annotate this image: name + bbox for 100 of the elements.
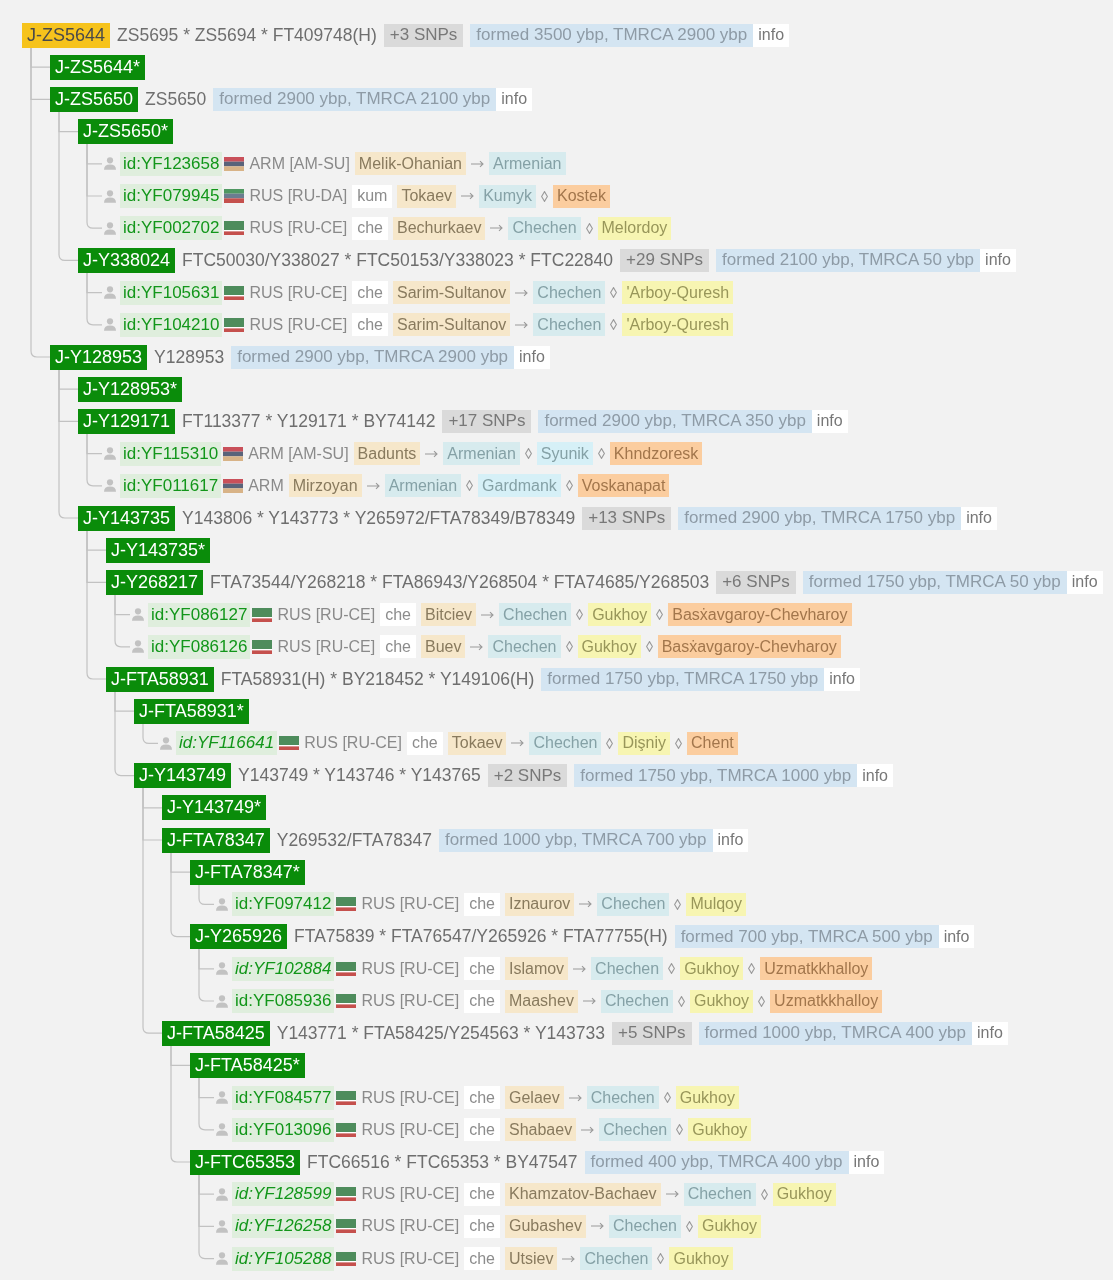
tribe: Gukhoy	[688, 1118, 752, 1142]
sample-id: id:YF011617	[120, 473, 222, 498]
sample-id: id:YF126258	[232, 1214, 335, 1239]
ethnicity: Chechen	[599, 1118, 672, 1142]
tree-connector	[198, 948, 215, 1002]
country-code: RUS [RU-CE]	[361, 1120, 460, 1139]
locality: Khndzoresk	[609, 442, 703, 466]
ethnicity: Armenian	[443, 442, 520, 466]
region: Syunik	[536, 442, 593, 466]
age-estimate: formed 1000 ybp, TMRCA 700 ybp	[439, 828, 713, 852]
language-code: che	[380, 635, 416, 659]
age-estimate: formed 2900 ybp, TMRCA 2900 ybp	[231, 345, 515, 369]
snp-list: Y128953	[154, 346, 225, 368]
ethnicity: Chechen	[600, 989, 673, 1013]
tree-connector	[58, 111, 79, 261]
sample-id: id:YF084577	[232, 1085, 335, 1110]
language-code: che	[352, 281, 388, 305]
tribe: Melordoy	[597, 216, 672, 240]
tree-connector	[170, 851, 191, 938]
sample-id: id:YF104210	[120, 312, 223, 337]
country-code: RUS [RU-CE]	[361, 992, 460, 1010]
haplogroup-label: J-Y268217	[106, 569, 204, 595]
country-code: RUS [RU-CE]	[277, 637, 376, 656]
country-code: RUS [RU-CE]	[277, 605, 376, 624]
haplogroup-label: J-Y143749	[134, 763, 232, 789]
tree-connector	[198, 1077, 215, 1131]
surname: Sarim-Sultanov	[393, 313, 511, 337]
age-estimate: formed 400 ybp, TMRCA 400 ybp	[584, 1150, 849, 1174]
sample-id: id:YF115310	[120, 441, 222, 466]
haplogroup-label: J-FTC65353	[190, 1149, 301, 1175]
ethnicity: Chechen	[597, 892, 670, 916]
haplogroup-label: J-Y128953	[50, 344, 148, 370]
surname: Iznaurov	[505, 892, 575, 916]
surname: Bechurkaev	[393, 216, 486, 240]
tree-connector	[86, 143, 103, 229]
snp-count: +6 SNPs	[716, 570, 796, 594]
language-code: che	[464, 989, 500, 1013]
info-link: info	[961, 506, 997, 530]
ethnicity: Armenian	[384, 474, 462, 498]
language-code: che	[352, 313, 388, 337]
ethnicity: Kumyk	[479, 184, 537, 208]
snp-list: ZS5695 * ZS5694 * FT409748(H)	[117, 24, 377, 46]
tribe: Gukhoy	[588, 603, 652, 627]
locality: Uzmatkkhalloy	[770, 989, 883, 1013]
country-code: RUS [RU-CE]	[361, 1088, 460, 1107]
ethnicity: Chechen	[488, 635, 561, 659]
sample-id: id:YF128599	[232, 1182, 335, 1207]
language-code: che	[464, 1182, 500, 1206]
sample-id: id:YF086127	[148, 602, 251, 627]
snp-list: FTC50030/Y338027 * FTC50153/Y338023 * FTC22840	[182, 249, 614, 271]
tree-connector	[86, 433, 103, 487]
language-code: kum	[352, 184, 393, 208]
snp-list: FTA75839 * FTA76547/Y265926 * FTA77755(H)	[294, 926, 668, 948]
info-link: info	[496, 87, 533, 111]
ethnicity: Chechen	[586, 1086, 659, 1110]
locality: Uzmatkkhalloy	[760, 957, 873, 981]
surname: Melik-Ohanian	[354, 152, 466, 176]
haplogroup-label: J-ZS5650	[50, 86, 139, 112]
language-code: che	[352, 216, 388, 240]
language-code: che	[380, 603, 416, 627]
info-link: info	[712, 828, 749, 852]
haplogroup-label: J-ZS5644	[22, 22, 111, 48]
snp-list: Y143806 * Y143773 * Y265972/FTA78349/B78349	[182, 507, 576, 529]
country-code: ARM [AM-SU]	[249, 154, 350, 173]
info-link: info	[514, 345, 550, 369]
locality: Voskanapat	[577, 474, 670, 498]
haplogroup-label: J-FTA78347*	[190, 859, 305, 885]
ethnicity: Chechen	[580, 1247, 653, 1271]
age-estimate: formed 2900 ybp, TMRCA 2100 ybp	[213, 87, 497, 111]
country-code: RUS [RU-CE]	[249, 283, 348, 302]
sample-id: id:YF079945	[120, 184, 223, 208]
ethnicity: Chechen	[533, 313, 606, 337]
tribe: 'Arboy-Quresh	[622, 313, 734, 337]
tree-connector	[86, 272, 103, 326]
snp-count: +29 SNPs	[620, 248, 710, 272]
sample-id: id:YF105631	[120, 280, 223, 305]
ethnicity: Chechen	[591, 957, 664, 981]
sample-id: id:YF086126	[148, 634, 251, 659]
info-link: info	[824, 667, 860, 691]
surname: Tokaev	[447, 731, 507, 755]
snp-list: Y143771 * FTA58425/Y254563 * Y143733	[276, 1022, 605, 1044]
language-code: che	[464, 1086, 500, 1110]
haplogroup-label: J-FTA58931*	[134, 698, 249, 724]
surname: Shabaev	[505, 1118, 577, 1142]
region: Gardmank	[478, 474, 561, 498]
country-code: RUS [RU-CE]	[361, 895, 460, 914]
language-code: che	[464, 892, 500, 916]
sample-id: id:YF116641	[176, 731, 278, 756]
info-link: info	[811, 409, 848, 433]
age-estimate: formed 2900 ybp, TMRCA 350 ybp	[538, 409, 812, 433]
tree-connector	[86, 529, 107, 680]
snp-count: +13 SNPs	[582, 506, 672, 530]
surname: Tokaev	[397, 184, 457, 208]
language-code: che	[464, 957, 500, 981]
snp-count: +3 SNPs	[383, 23, 464, 47]
tribe: Dişniy	[618, 731, 671, 755]
haplogroup-label: J-FTA58425*	[190, 1052, 305, 1078]
snp-count: +2 SNPs	[487, 764, 568, 788]
tree-connector	[170, 1045, 191, 1163]
info-link: info	[857, 764, 893, 788]
